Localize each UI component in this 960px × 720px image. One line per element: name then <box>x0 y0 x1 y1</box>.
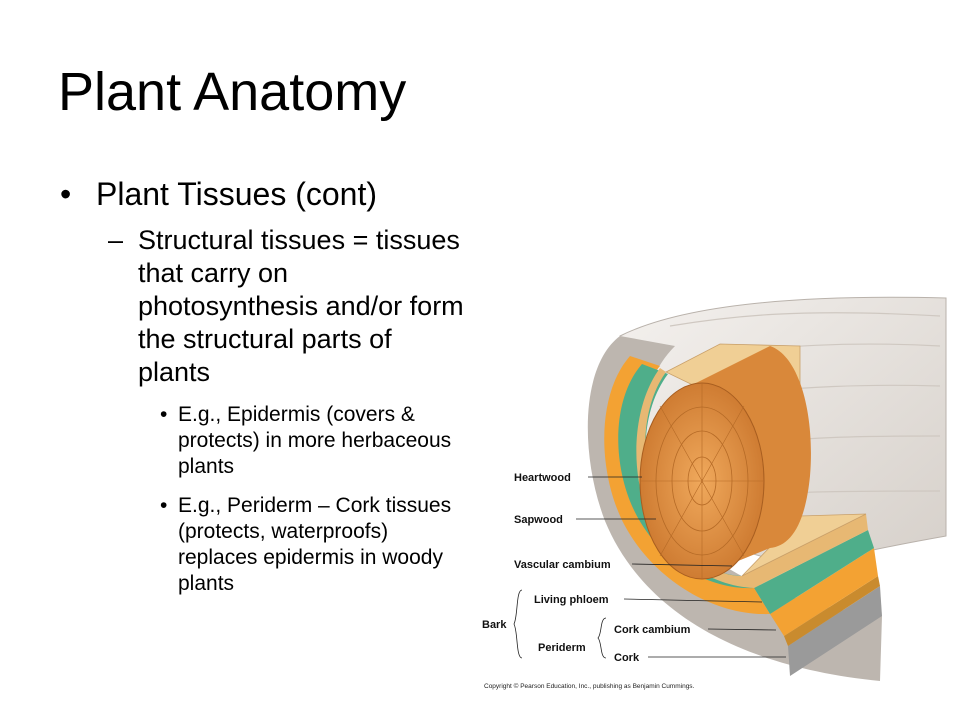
vascular-cambium-layer <box>754 530 874 614</box>
label-heartwood: Heartwood <box>514 472 571 484</box>
label-cork: Cork <box>614 652 640 664</box>
stem-illustration: Heartwood Sapwood Vascular cambium Livin… <box>482 296 947 690</box>
label-living-phloem: Living phloem <box>534 594 609 606</box>
woody-stem-cross-section-figure: Heartwood Sapwood Vascular cambium Livin… <box>470 286 956 696</box>
sub-bullet-text: Structural tissues = tissues that carry … <box>138 225 464 387</box>
label-bark: Bark <box>482 619 507 631</box>
copyright-notice: Copyright © Pearson Education, Inc., pub… <box>484 682 695 690</box>
cork-layer <box>788 586 882 676</box>
label-periderm: Periderm <box>538 642 586 654</box>
bullet-text: Plant Tissues (cont) <box>96 176 377 212</box>
bullet-marker: • <box>160 403 168 426</box>
slide-title: Plant Anatomy <box>58 62 407 122</box>
bullet-marker: • <box>60 176 72 212</box>
cork-ring <box>587 336 882 681</box>
dash-marker: – <box>108 225 124 255</box>
living-phloem-layer <box>770 548 878 636</box>
sub-sub-bullet-text: E.g., Periderm – Cork tissues (protects,… <box>178 494 452 595</box>
bullet-marker: • <box>160 494 168 517</box>
label-vascular-cambium: Vascular cambium <box>514 559 611 571</box>
cork-cambium-layer <box>784 576 880 646</box>
sub-sub-bullet-text: E.g., Epidermis (covers & protects) in m… <box>178 403 452 478</box>
label-cork-cambium: Cork cambium <box>614 624 691 636</box>
label-sapwood: Sapwood <box>514 514 563 526</box>
